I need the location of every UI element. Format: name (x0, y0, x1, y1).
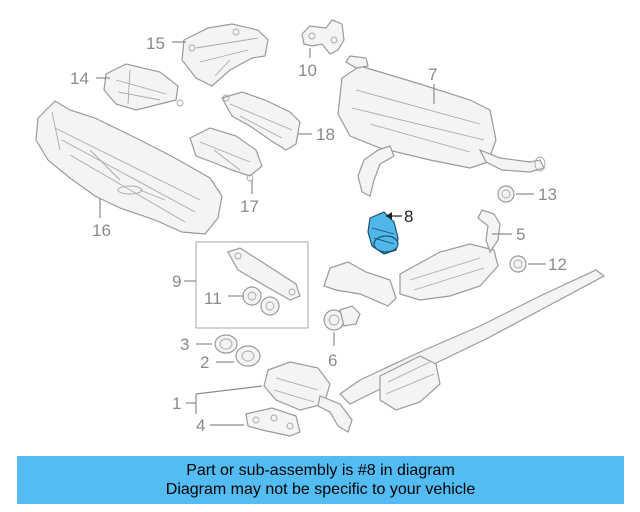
caption-line-2: Diagram may not be specific to your vehi… (165, 481, 476, 498)
part-13-hanger[interactable] (497, 185, 515, 203)
label-6: 6 (328, 351, 337, 370)
label-10: 10 (298, 61, 317, 80)
label-16: 16 (92, 221, 111, 240)
label-2: 2 (200, 353, 209, 372)
part-8-clamp[interactable] (367, 211, 399, 255)
leader-1 (186, 385, 263, 414)
part-5-intermediate-pipe[interactable] (323, 209, 501, 307)
part-16-heat-shield[interactable] (35, 100, 223, 235)
label-15: 15 (146, 34, 165, 53)
label-1: 1 (172, 394, 181, 413)
caption-banner: Part or sub-assembly is #8 in diagram Di… (17, 456, 624, 504)
part-11-hangers[interactable] (242, 286, 280, 316)
label-3: 3 (180, 335, 189, 354)
label-11: 11 (204, 289, 222, 308)
part-3-gasket-ring[interactable] (214, 334, 238, 354)
label-18: 18 (316, 125, 335, 144)
label-12: 12 (548, 255, 567, 274)
exhaust-parts-diagram: 16 15 14 10 18 17 (35, 19, 606, 437)
part-18-heat-shield[interactable] (221, 91, 301, 151)
label-8: 8 (404, 207, 413, 226)
label-13: 13 (538, 185, 557, 204)
part-7-rear-muffler[interactable] (337, 55, 546, 197)
label-9: 9 (172, 272, 181, 291)
part-1-front-pipe-catalytic-converter[interactable] (263, 269, 606, 433)
part-2-clamp-ring[interactable] (235, 345, 261, 367)
arrow-8-icon (386, 212, 392, 220)
part-17-heat-shield[interactable] (189, 127, 263, 182)
part-10-bracket[interactable] (301, 19, 345, 55)
part-6-flange[interactable] (323, 305, 361, 331)
caption-line-1: Part or sub-assembly is #8 in diagram (186, 462, 455, 479)
label-14: 14 (70, 69, 89, 88)
part-9-bracket-kit[interactable] (195, 241, 309, 329)
part-12-hanger[interactable] (509, 255, 527, 273)
label-4: 4 (196, 416, 205, 435)
part-14-heat-shield[interactable] (103, 63, 184, 111)
label-5: 5 (516, 225, 525, 244)
part-15-heat-shield[interactable] (181, 23, 269, 87)
label-7: 7 (428, 65, 437, 84)
part-4-gasket[interactable] (245, 407, 301, 437)
label-17: 17 (240, 197, 259, 216)
